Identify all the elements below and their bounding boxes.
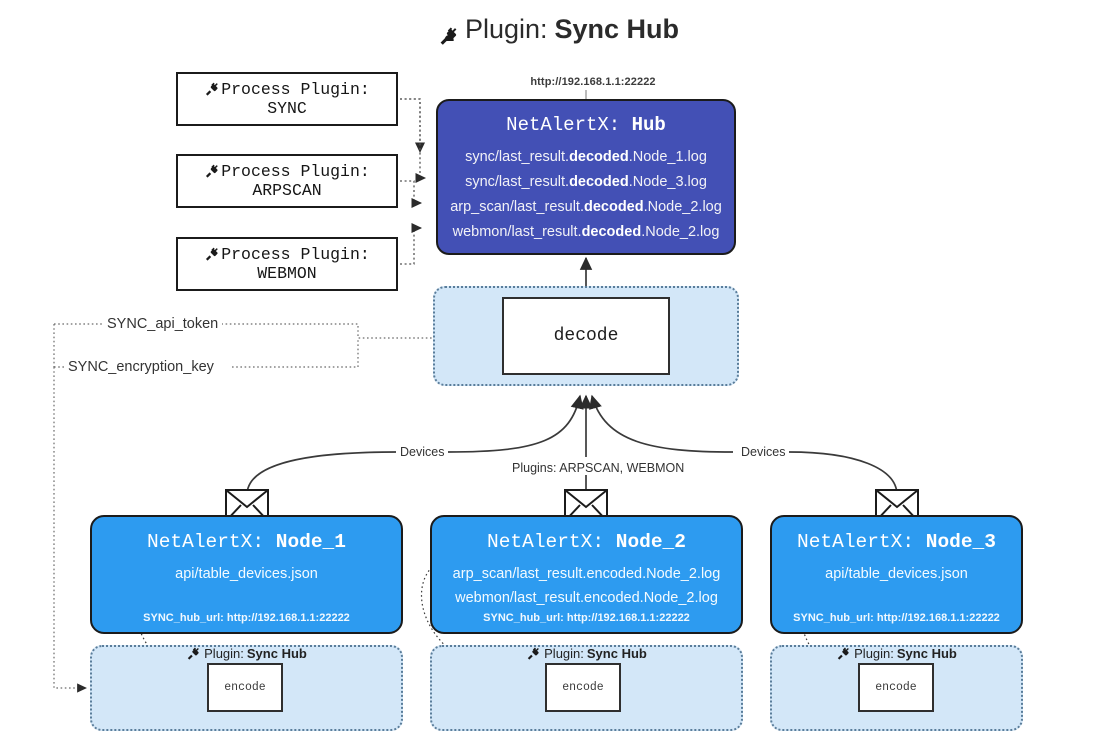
- hub-log-line: sync/last_result.decoded.Node_3.log: [438, 170, 734, 195]
- node-title-name: Node_1: [275, 531, 346, 553]
- process-plugin-arpscan[interactable]: Process Plugin: ARPSCAN: [176, 154, 398, 208]
- node-line-list: api/table_devices.json: [92, 563, 401, 587]
- node-line: arp_scan/last_result.encoded.Node_2.log: [452, 566, 721, 582]
- plugin-line1: Process Plugin:: [221, 244, 370, 264]
- hub-title: NetAlertX: Hub: [438, 114, 734, 136]
- node-footer: SYNC_hub_url: http://192.168.1.1:22222: [143, 612, 350, 624]
- encode-plugin-prefix: Plugin:: [854, 646, 894, 661]
- log-post: .Node_1.log: [628, 149, 707, 165]
- log-post: .Node_2.log: [643, 198, 722, 215]
- hub-log-line: arp_scan/last_result.decoded.Node_2.log: [438, 195, 734, 220]
- node-title-prefix: NetAlertX:: [147, 531, 265, 553]
- process-plugin-webmon[interactable]: Process Plugin: WEBMON: [176, 237, 398, 291]
- node-footer: SYNC_hub_url: http://192.168.1.1:22222: [793, 612, 1000, 624]
- log-pre: sync/last_result.: [465, 173, 570, 190]
- hub-node[interactable]: NetAlertX: Hub sync/last_result.decoded.…: [436, 99, 736, 255]
- encode-plugin-label: Plugin: Sync Hub: [430, 645, 743, 662]
- hub-url-label: http://192.168.1.1:22222: [530, 76, 656, 88]
- encode-plugin-prefix: Plugin:: [544, 646, 584, 661]
- page-title: Plugin: Sync Hub: [0, 14, 1117, 45]
- plug-icon: [204, 247, 219, 262]
- plugin-line2: SYNC: [267, 99, 307, 118]
- title-prefix: Plugin:: [464, 14, 548, 44]
- decode-box[interactable]: decode: [502, 297, 670, 375]
- encode-box-node-2[interactable]: encode: [545, 663, 621, 712]
- log-em: decoded: [581, 223, 642, 240]
- node-line: webmon/last_result.encoded.Node_2.log: [455, 589, 718, 606]
- sync-encryption-key-label: SYNC_encryption_key: [64, 359, 218, 375]
- hub-title-prefix: NetAlertX:: [506, 114, 621, 136]
- plug-icon: [204, 82, 219, 97]
- log-em: decoded: [569, 149, 629, 165]
- node-line: api/table_devices.json: [825, 566, 968, 582]
- log-pre: webmon/last_result.: [452, 223, 582, 240]
- edge-label-devices-right: Devices: [737, 445, 790, 459]
- node-title-name: Node_3: [925, 531, 996, 553]
- log-post: .Node_2.log: [641, 223, 720, 240]
- node-line: api/table_devices.json: [175, 566, 318, 582]
- plugin-line2: ARPSCAN: [252, 181, 322, 200]
- log-pre: arp_scan/last_result.: [450, 198, 584, 215]
- edge-label-plugins: Plugins: ARPSCAN, WEBMON: [508, 461, 689, 475]
- title-name: Sync Hub: [554, 14, 680, 44]
- log-post: .Node_3.log: [628, 173, 707, 190]
- node-title-name: Node_2: [615, 531, 686, 553]
- node-line-list: api/table_devices.json: [772, 563, 1021, 587]
- plug-icon: [526, 647, 541, 661]
- hub-title-name: Hub: [631, 114, 666, 136]
- plug-icon: [186, 647, 201, 661]
- encode-plugin-prefix: Plugin:: [204, 646, 244, 661]
- node-title: NetAlertX: Node_3: [772, 531, 1021, 553]
- node-line-list: arp_scan/last_result.encoded.Node_2.log …: [432, 563, 741, 611]
- sync-api-token-label: SYNC_api_token: [103, 316, 223, 332]
- plugin-line1: Process Plugin:: [221, 161, 370, 181]
- hub-log-line: webmon/last_result.decoded.Node_2.log: [438, 220, 734, 245]
- node-box-node-2[interactable]: NetAlertX: Node_2 arp_scan/last_result.e…: [430, 515, 743, 634]
- plugin-line2: WEBMON: [257, 264, 317, 283]
- node-title-prefix: NetAlertX:: [797, 531, 915, 553]
- plug-icon: [204, 164, 219, 179]
- encode-plugin-name: Sync Hub: [586, 646, 647, 661]
- log-em: decoded: [569, 173, 629, 190]
- node-title: NetAlertX: Node_1: [92, 531, 401, 553]
- log-pre: sync/last_result.: [465, 149, 570, 165]
- node-box-node-3[interactable]: NetAlertX: Node_3 api/table_devices.json…: [770, 515, 1023, 634]
- encode-box-node-1[interactable]: encode: [207, 663, 283, 712]
- hub-log-list: sync/last_result.decoded.Node_1.log sync…: [438, 145, 734, 245]
- plugin-line1: Process Plugin:: [221, 79, 370, 99]
- encode-plugin-label: Plugin: Sync Hub: [90, 645, 403, 662]
- log-em: decoded: [583, 198, 644, 215]
- node-box-node-1[interactable]: NetAlertX: Node_1 api/table_devices.json…: [90, 515, 403, 634]
- encode-plugin-name: Sync Hub: [896, 646, 957, 661]
- encode-plugin-label: Plugin: Sync Hub: [770, 645, 1023, 662]
- node-title-prefix: NetAlertX:: [487, 531, 605, 553]
- plug-icon: [438, 21, 458, 45]
- encode-box-node-3[interactable]: encode: [858, 663, 934, 712]
- node-title: NetAlertX: Node_2: [432, 531, 741, 553]
- node-footer: SYNC_hub_url: http://192.168.1.1:22222: [483, 612, 690, 624]
- plug-icon: [836, 647, 851, 661]
- process-plugin-sync[interactable]: Process Plugin: SYNC: [176, 72, 398, 126]
- encode-plugin-name: Sync Hub: [246, 646, 307, 661]
- hub-log-line: sync/last_result.decoded.Node_1.log: [438, 145, 734, 170]
- edge-label-devices-left: Devices: [396, 445, 449, 459]
